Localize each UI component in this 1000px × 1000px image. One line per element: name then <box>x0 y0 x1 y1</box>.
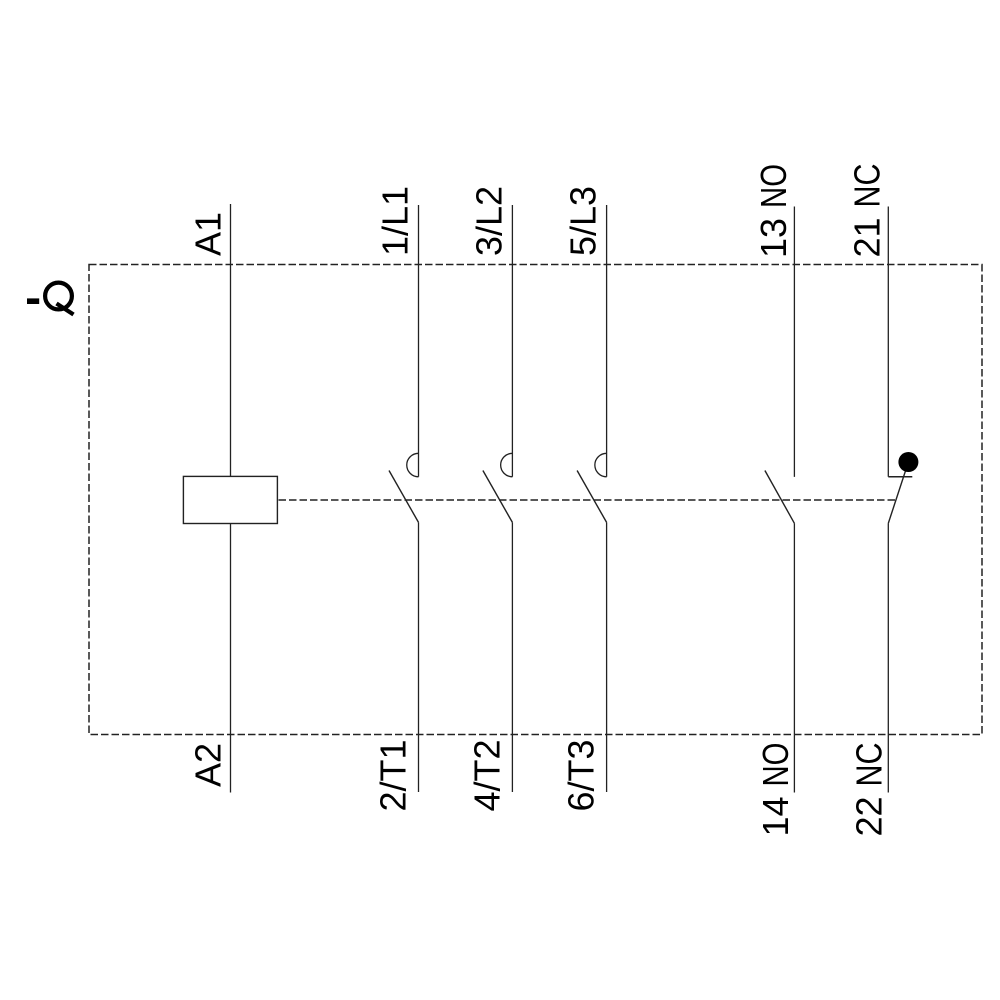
svg-text:2/T1: 2/T1 <box>373 740 414 812</box>
svg-text:13 NO: 13 NO <box>753 164 794 258</box>
svg-text:6/T3: 6/T3 <box>561 740 602 812</box>
svg-text:14 NO: 14 NO <box>755 743 796 837</box>
svg-text:4/T2: 4/T2 <box>467 740 508 812</box>
svg-text:3/L2: 3/L2 <box>469 186 510 256</box>
svg-text:21 NC: 21 NC <box>847 163 888 257</box>
svg-text:1/L1: 1/L1 <box>375 186 416 256</box>
svg-text:22 NC: 22 NC <box>849 743 890 837</box>
svg-text:A2: A2 <box>188 743 229 787</box>
svg-text:5/L3: 5/L3 <box>563 186 604 256</box>
svg-text:A1: A1 <box>188 212 229 256</box>
